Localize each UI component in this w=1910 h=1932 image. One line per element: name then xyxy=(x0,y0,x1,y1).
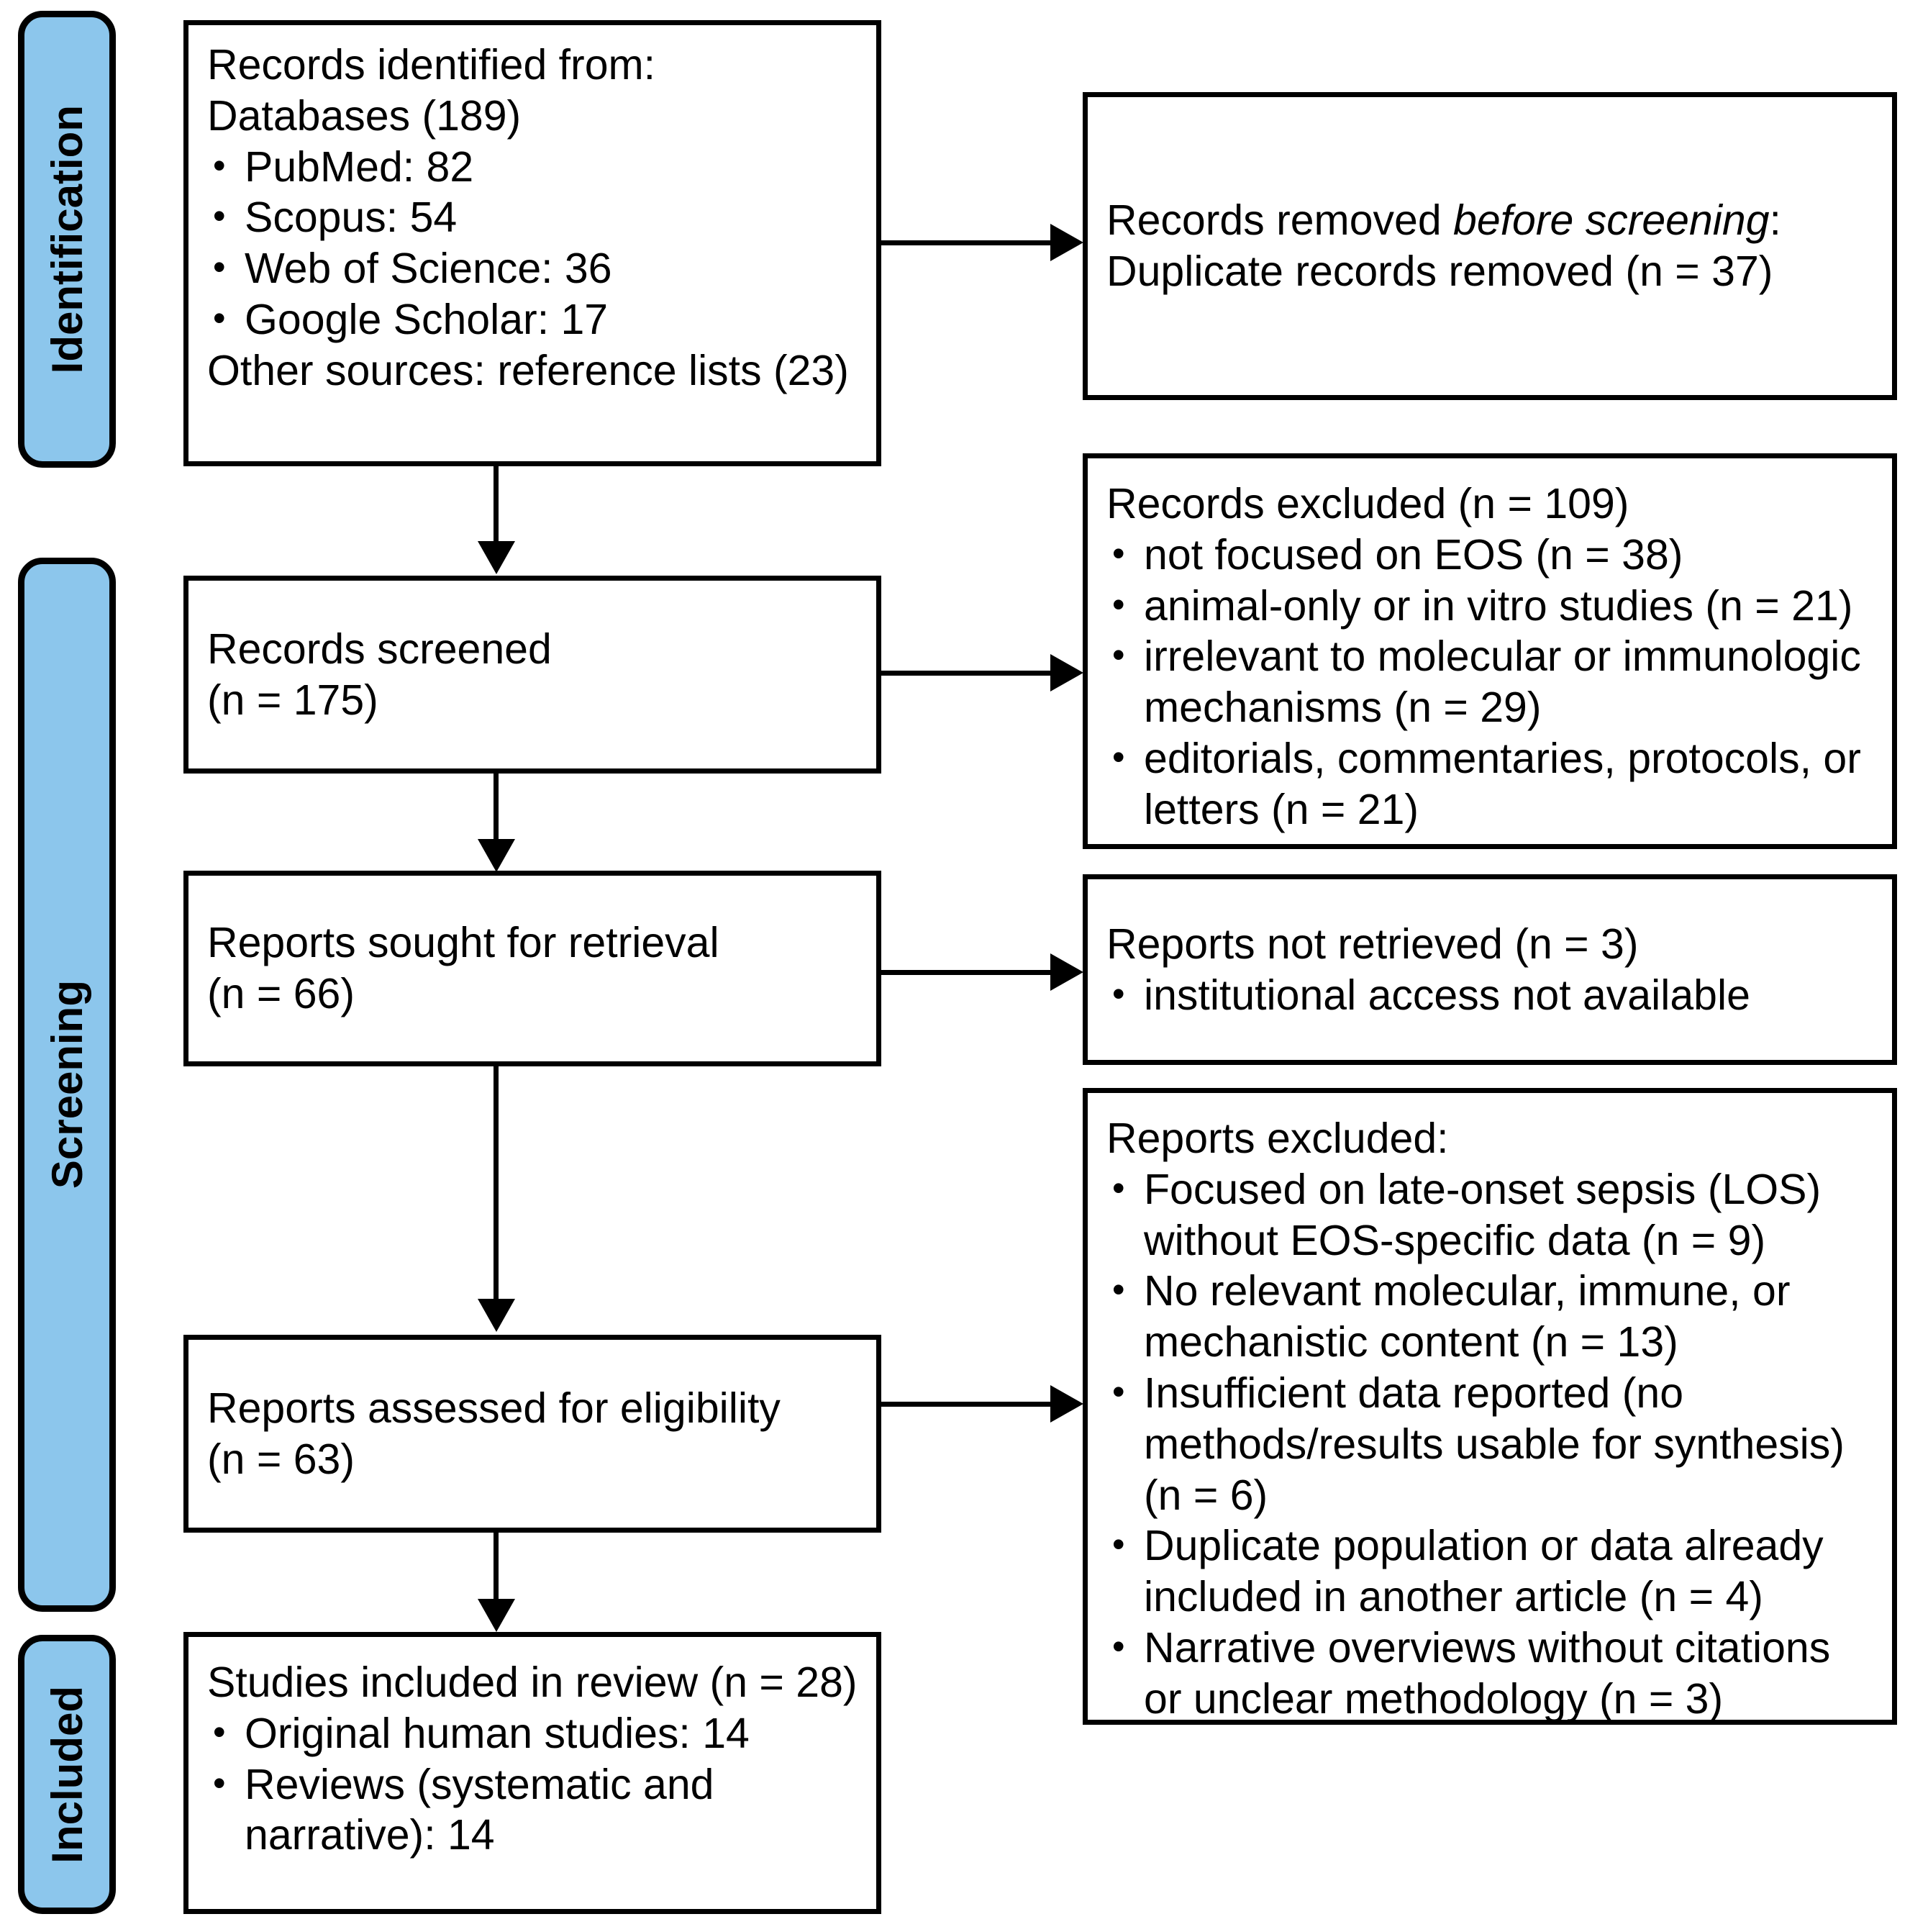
arrowhead-assessed-to-reports-excluded xyxy=(1050,1385,1083,1423)
connector-sought-to-assessed xyxy=(494,1063,499,1301)
arrowhead-identified-to-screened xyxy=(478,541,515,574)
records-excluded-reason-list: not focused on EOS (n = 38) animal-only … xyxy=(1106,530,1873,835)
connector-identified-to-screened xyxy=(494,464,499,545)
box-reports-excluded: Reports excluded: Focused on late-onset … xyxy=(1083,1088,1897,1725)
reports-excluded-reason-list: Focused on late-onset sepsis (LOS) witho… xyxy=(1106,1164,1873,1725)
stage-band-screening-label: Screening xyxy=(42,980,91,1189)
arrowhead-screened-to-excluded xyxy=(1050,654,1083,691)
connector-assessed-to-included xyxy=(494,1531,499,1603)
arrowhead-screened-to-sought xyxy=(478,839,515,872)
list-item: Duplicate population or data already inc… xyxy=(1106,1520,1873,1623)
list-item: Web of Science: 36 xyxy=(207,243,858,294)
reports-excluded-heading: Reports excluded: xyxy=(1106,1115,1449,1162)
arrowhead-sought-to-assessed xyxy=(478,1299,515,1332)
connector-identified-to-removed xyxy=(879,240,1052,245)
records-removed-heading-italic: before screening xyxy=(1453,196,1770,245)
studies-included-heading: Studies included in review (n = 28) xyxy=(207,1659,858,1706)
connector-assessed-to-reports-excluded xyxy=(879,1402,1052,1407)
records-identified-source-list: PubMed: 82 Scopus: 54 Web of Science: 36… xyxy=(207,142,858,345)
connector-screened-to-excluded xyxy=(879,671,1052,676)
arrowhead-identified-to-removed xyxy=(1050,224,1083,261)
box-records-removed-before-screening: Records removed before screening: Duplic… xyxy=(1083,92,1897,400)
list-item: No relevant molecular, immune, or mechan… xyxy=(1106,1266,1873,1368)
box-records-identified: Records identified from: Databases (189)… xyxy=(183,20,881,466)
connector-screened-to-sought xyxy=(494,772,499,844)
stage-band-identification: Identification xyxy=(18,11,116,468)
list-item: Narrative overviews without citations or… xyxy=(1106,1623,1873,1725)
box-reports-sought: Reports sought for retrieval (n = 66) xyxy=(183,871,881,1066)
list-item: Focused on late-onset sepsis (LOS) witho… xyxy=(1106,1164,1873,1266)
list-item: Scopus: 54 xyxy=(207,192,858,243)
list-item: irrelevant to molecular or immunologic m… xyxy=(1106,631,1873,733)
reports-assessed-line2: (n = 63) xyxy=(207,1435,355,1483)
box-reports-not-retrieved: Reports not retrieved (n = 3) institutio… xyxy=(1083,874,1897,1065)
reports-assessed-line1: Reports assessed for eligibility xyxy=(207,1384,781,1432)
records-screened-line1: Records screened xyxy=(207,625,552,673)
connector-sought-to-not-retrieved xyxy=(879,970,1052,975)
reports-sought-line1: Reports sought for retrieval xyxy=(207,919,719,967)
records-removed-heading-suffix: : xyxy=(1769,196,1781,245)
list-item: PubMed: 82 xyxy=(207,142,858,193)
box-records-excluded: Records excluded (n = 109) not focused o… xyxy=(1083,453,1897,849)
box-records-screened: Records screened (n = 175) xyxy=(183,576,881,774)
list-item: Insufficient data reported (no methods/r… xyxy=(1106,1368,1873,1520)
stage-band-identification-label: Identification xyxy=(42,104,91,374)
list-item: Google Scholar: 17 xyxy=(207,294,858,345)
stage-band-included-label: Included xyxy=(42,1685,91,1864)
list-item: animal-only or in vitro studies (n = 21) xyxy=(1106,581,1873,632)
records-identified-heading-line2: Databases (189) xyxy=(207,91,522,140)
box-studies-included: Studies included in review (n = 28) Orig… xyxy=(183,1632,881,1914)
reports-not-retrieved-heading: Reports not retrieved (n = 3) xyxy=(1106,920,1639,968)
stage-band-screening: Screening xyxy=(18,558,116,1612)
records-excluded-heading: Records excluded (n = 109) xyxy=(1106,480,1629,527)
arrowhead-assessed-to-included xyxy=(478,1599,515,1632)
stage-band-included: Included xyxy=(18,1635,116,1914)
reports-sought-line2: (n = 66) xyxy=(207,970,355,1017)
list-item: institutional access not available xyxy=(1106,970,1873,1021)
records-removed-heading-prefix: Records removed xyxy=(1106,196,1454,245)
reports-not-retrieved-reason-list: institutional access not available xyxy=(1106,970,1873,1021)
records-identified-other-sources: Other sources: reference lists (23) xyxy=(207,346,849,394)
records-identified-heading-line1: Records identified from: xyxy=(207,41,656,89)
records-removed-heading: Records removed before screening: xyxy=(1106,195,1873,246)
records-removed-detail: Duplicate records removed (n = 37) xyxy=(1106,248,1773,295)
studies-included-breakdown-list: Original human studies: 14 Reviews (syst… xyxy=(207,1708,858,1861)
records-screened-line2: (n = 175) xyxy=(207,676,378,724)
list-item: Reviews (systematic and narrative): 14 xyxy=(207,1759,858,1861)
list-item: not focused on EOS (n = 38) xyxy=(1106,530,1873,581)
list-item: editorials, commentaries, protocols, or … xyxy=(1106,733,1873,835)
box-reports-assessed: Reports assessed for eligibility (n = 63… xyxy=(183,1335,881,1533)
arrowhead-sought-to-not-retrieved xyxy=(1050,953,1083,991)
list-item: Original human studies: 14 xyxy=(207,1708,858,1759)
